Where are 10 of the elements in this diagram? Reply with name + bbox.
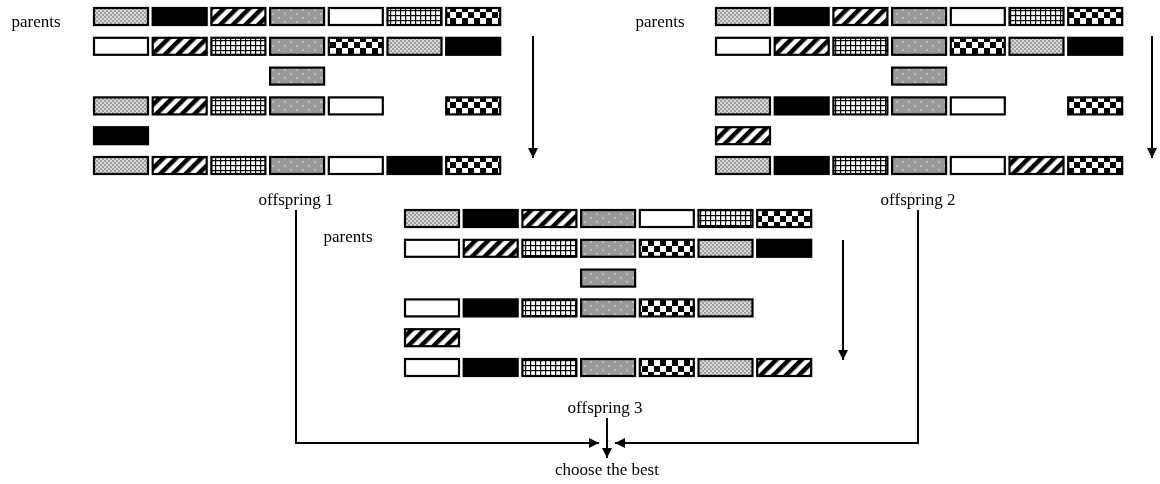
parents-label: parents xyxy=(635,12,685,32)
arrow xyxy=(295,209,600,448)
step-label: offspring 2 xyxy=(880,190,956,210)
parents-label: parents xyxy=(323,227,373,247)
step-label: offspring 3 xyxy=(567,398,643,418)
step-label: offspring 1 xyxy=(258,190,334,210)
step-label: choose the best xyxy=(555,460,659,480)
arrow xyxy=(602,417,612,459)
arrow xyxy=(614,209,919,448)
parents-label: parents xyxy=(11,12,61,32)
